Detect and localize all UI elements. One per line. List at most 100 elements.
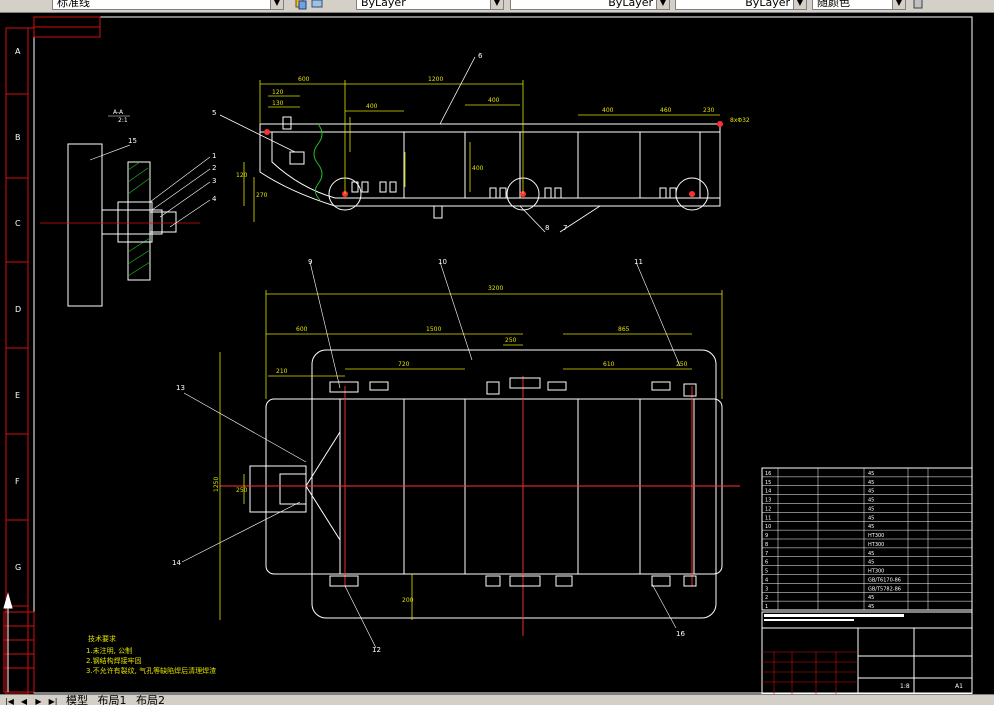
layer-tool-icon[interactable]: [295, 0, 307, 10]
color-value: 随颜色: [817, 0, 850, 9]
title-sheet-size: A1: [955, 683, 963, 690]
tab-nav-last[interactable]: ▶|: [48, 697, 58, 705]
plot-style-icon[interactable]: [912, 0, 924, 10]
side-view-balloons: 5 6 7 8: [212, 52, 567, 232]
tab-model[interactable]: 模型: [66, 694, 88, 705]
bom-row-number: 15: [765, 480, 771, 486]
bom-row-number: 1: [765, 604, 768, 610]
linetype-combo[interactable]: 标准线 ▼: [52, 0, 284, 10]
dim-text: 120: [272, 89, 284, 96]
part-balloon: 16: [676, 630, 685, 638]
chevron-down-icon[interactable]: ▼: [793, 0, 806, 9]
bom-row-material: 45: [868, 489, 874, 495]
grid-row-label: C: [15, 219, 21, 228]
chevron-down-icon[interactable]: ▼: [892, 0, 905, 9]
bom-row-number: 6: [765, 560, 768, 566]
bom-row-number: 2: [765, 595, 768, 601]
color-combo[interactable]: 随颜色 ▼: [812, 0, 906, 10]
bom-row-number: 13: [765, 498, 771, 504]
tab-nav-next[interactable]: ▶: [35, 697, 42, 705]
dim-text: 130: [272, 100, 284, 107]
chevron-down-icon[interactable]: ▼: [490, 0, 503, 9]
bom-row-number: 14: [765, 489, 771, 495]
dim-text: 865: [618, 326, 630, 333]
section-scale: 2:1: [118, 117, 128, 124]
bom-row-material: GB/T6170-86: [868, 577, 901, 583]
bom-row-material: 45: [868, 551, 874, 557]
linetype-bylayer-combo[interactable]: ByLayer ▼: [510, 0, 670, 10]
part-balloon: 10: [438, 258, 447, 266]
tab-layout2[interactable]: 布局2: [136, 694, 165, 705]
bom-row-material: 45: [868, 560, 874, 566]
plan-view-dimensions: 3200 600 1500 865 720 250 610 250 1250 2…: [213, 285, 688, 604]
layer-value: ByLayer: [361, 0, 406, 9]
bom-row-material: 45: [868, 595, 874, 601]
dim-text: 200: [402, 597, 414, 604]
tech-note-line: 3.不允许有裂纹, 气孔等缺陷焊后清理焊渣: [86, 666, 216, 675]
part-balloon: 6: [478, 52, 483, 60]
layout-tabs-bar: |◀ ◀ ▶ ▶| 模型 布局1 布局2: [0, 694, 994, 705]
bom-row-number: 4: [765, 577, 768, 583]
bom-row-number: 8: [765, 542, 768, 548]
title-block[interactable]: [761, 611, 973, 694]
grid-row-label: F: [15, 477, 20, 486]
bom-row-number: 11: [765, 515, 771, 521]
lineweight-combo[interactable]: ByLayer ▼: [675, 0, 807, 10]
dim-text: 1250: [213, 477, 220, 492]
layer-combo[interactable]: ByLayer ▼: [356, 0, 504, 10]
bom-row-number: 7: [765, 551, 768, 557]
bom-row-number: 9: [765, 533, 768, 539]
dim-text: 270: [256, 192, 268, 199]
part-balloon: 11: [634, 258, 643, 266]
plan-view[interactable]: 3200 600 1500 865 720 250 610 250 1250 2…: [172, 258, 740, 654]
bom-row-material: 45: [868, 524, 874, 530]
dim-text: 400: [366, 103, 378, 110]
linetype-value: 标准线: [57, 0, 90, 9]
part-balloon: 9: [308, 258, 312, 266]
revision-legend: [3, 611, 35, 693]
grid-row-label: D: [15, 305, 21, 314]
dim-text: 120: [236, 172, 248, 179]
part-balloon: 15: [128, 137, 137, 145]
chevron-down-icon[interactable]: ▼: [656, 0, 669, 9]
tab-layout1[interactable]: 布局1: [97, 694, 127, 705]
dim-text: 8xΦ32: [730, 117, 750, 124]
bom-row-material: 45: [868, 604, 874, 610]
side-elevation-view[interactable]: 600 1200 400 400 400 460 230 120 130 120…: [212, 52, 750, 233]
dim-text: 1500: [426, 326, 441, 333]
layer-state-icon[interactable]: [311, 0, 323, 10]
part-balloon: 3: [212, 177, 216, 185]
bom-row-material: GB/T5782-86: [868, 586, 901, 592]
plan-view-balloons: 9 10 11 13 14 12 16: [172, 258, 685, 654]
dim-text: 230: [703, 107, 715, 114]
dim-text: 600: [296, 326, 308, 333]
tech-notes-title: 技术要求: [88, 634, 116, 643]
dim-text: 600: [298, 76, 310, 83]
chevron-down-icon[interactable]: ▼: [270, 0, 283, 9]
bom-row-number: 16: [765, 471, 771, 477]
title-scale: 1:8: [900, 683, 910, 690]
grid-row-label: E: [15, 391, 20, 400]
tab-nav-first[interactable]: |◀: [5, 697, 14, 705]
tab-nav-prev[interactable]: ◀: [20, 697, 28, 705]
part-balloon: 2: [212, 164, 216, 172]
bom-row-number: 12: [765, 506, 771, 512]
bom-row-number: 10: [765, 524, 771, 530]
grid-row-label: A: [15, 47, 21, 56]
side-view-dimensions: 600 1200 400 400 400 460 230 120 130 120…: [236, 76, 750, 199]
tech-note-line: 1.未注明, 公制: [86, 646, 132, 655]
drawing-canvas[interactable]: A B C D E F G: [0, 12, 994, 694]
section-aa-view[interactable]: A-A 2:1 15 1 2 3 4: [40, 109, 217, 307]
grid-row-labels: A B C D E F G: [15, 47, 21, 572]
bom-row-material: 45: [868, 480, 874, 486]
dim-text: 720: [398, 361, 410, 368]
grid-row-label: B: [15, 133, 21, 142]
ucs-icon: [3, 592, 13, 692]
part-balloon: 1: [212, 152, 216, 160]
part-balloon: 12: [372, 646, 381, 654]
properties-toolbar: 标准线 ▼ ByLayer ▼ ByLayer ▼ ByLayer ▼ 随颜色 …: [0, 0, 994, 13]
part-balloon: 13: [176, 384, 185, 392]
dim-text: 250: [505, 337, 517, 344]
